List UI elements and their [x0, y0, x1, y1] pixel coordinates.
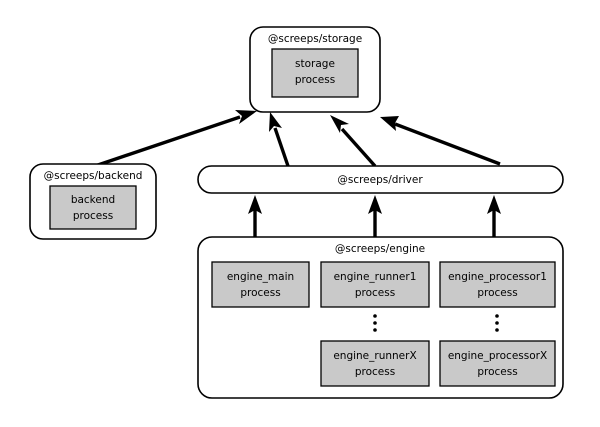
- backend-process-label-line2: process: [73, 210, 113, 222]
- driver-package-label: @screeps/driver: [337, 174, 423, 186]
- engine-processor1-process-box: [439, 261, 556, 308]
- storage-package-label: @screeps/storage: [268, 33, 362, 45]
- package-engine[interactable]: @screeps/engine engine_main process engi…: [197, 236, 564, 399]
- package-backend[interactable]: @screeps/backend backend process: [29, 163, 157, 240]
- process-engine-runner1[interactable]: engine_runner1 process: [320, 261, 430, 308]
- engine-main-process-label-line2: process: [240, 287, 280, 299]
- engine-runner1-process-label-line1: engine_runner1: [334, 271, 417, 283]
- engine-package-label: @screeps/engine: [335, 243, 425, 255]
- backend-package-label: @screeps/backend: [44, 170, 143, 182]
- driver-container-shape: [197, 165, 564, 194]
- engine-processorx-process-label-line2: process: [477, 366, 517, 378]
- edge-engine-to-driver-3: [487, 195, 501, 237]
- engine-processorx-process-label-line1: engine_processorX: [448, 350, 547, 362]
- engine-main-process-label-line1: engine_main: [227, 271, 294, 283]
- package-driver[interactable]: @screeps/driver: [197, 165, 564, 194]
- process-engine-processorx[interactable]: engine_processorX process: [439, 340, 556, 387]
- process-backend[interactable]: backend process: [49, 185, 137, 230]
- engine-processor1-process-label-line2: process: [477, 287, 517, 299]
- storage-process-box: [271, 48, 359, 98]
- runner-ellipsis-icon: [373, 314, 377, 332]
- edge-engine-to-driver-1: [248, 195, 262, 237]
- engine-runner1-process-box: [320, 261, 430, 308]
- edge-driver-to-storage-3: [380, 116, 501, 166]
- engine-processorx-process-box: [439, 340, 556, 387]
- processor-ellipsis-icon: [495, 314, 499, 332]
- engine-main-process-box: [211, 261, 310, 308]
- storage-process-label-line2: process: [295, 74, 335, 86]
- engine-runnerx-process-box: [320, 340, 430, 387]
- storage-process-label-line1: storage: [295, 58, 335, 70]
- edge-driver-to-storage-2: [330, 115, 377, 168]
- package-storage[interactable]: @screeps/storage storage process: [249, 26, 381, 113]
- process-engine-processor1[interactable]: engine_processor1 process: [439, 261, 556, 308]
- process-storage[interactable]: storage process: [271, 48, 359, 98]
- backend-process-label-line1: backend: [71, 194, 115, 206]
- engine-runnerx-process-label-line2: process: [355, 366, 395, 378]
- engine-runnerx-process-label-line1: engine_runnerX: [333, 350, 416, 362]
- process-engine-runnerx[interactable]: engine_runnerX process: [320, 340, 430, 387]
- engine-processor1-process-label-line1: engine_processor1: [448, 271, 547, 283]
- backend-process-box: [49, 185, 137, 230]
- edge-backend-to-storage: [91, 110, 257, 169]
- engine-runner1-process-label-line2: process: [355, 287, 395, 299]
- edge-driver-to-storage-1: [269, 112, 290, 167]
- edge-engine-to-driver-2: [368, 195, 382, 237]
- process-engine-main[interactable]: engine_main process: [211, 261, 310, 308]
